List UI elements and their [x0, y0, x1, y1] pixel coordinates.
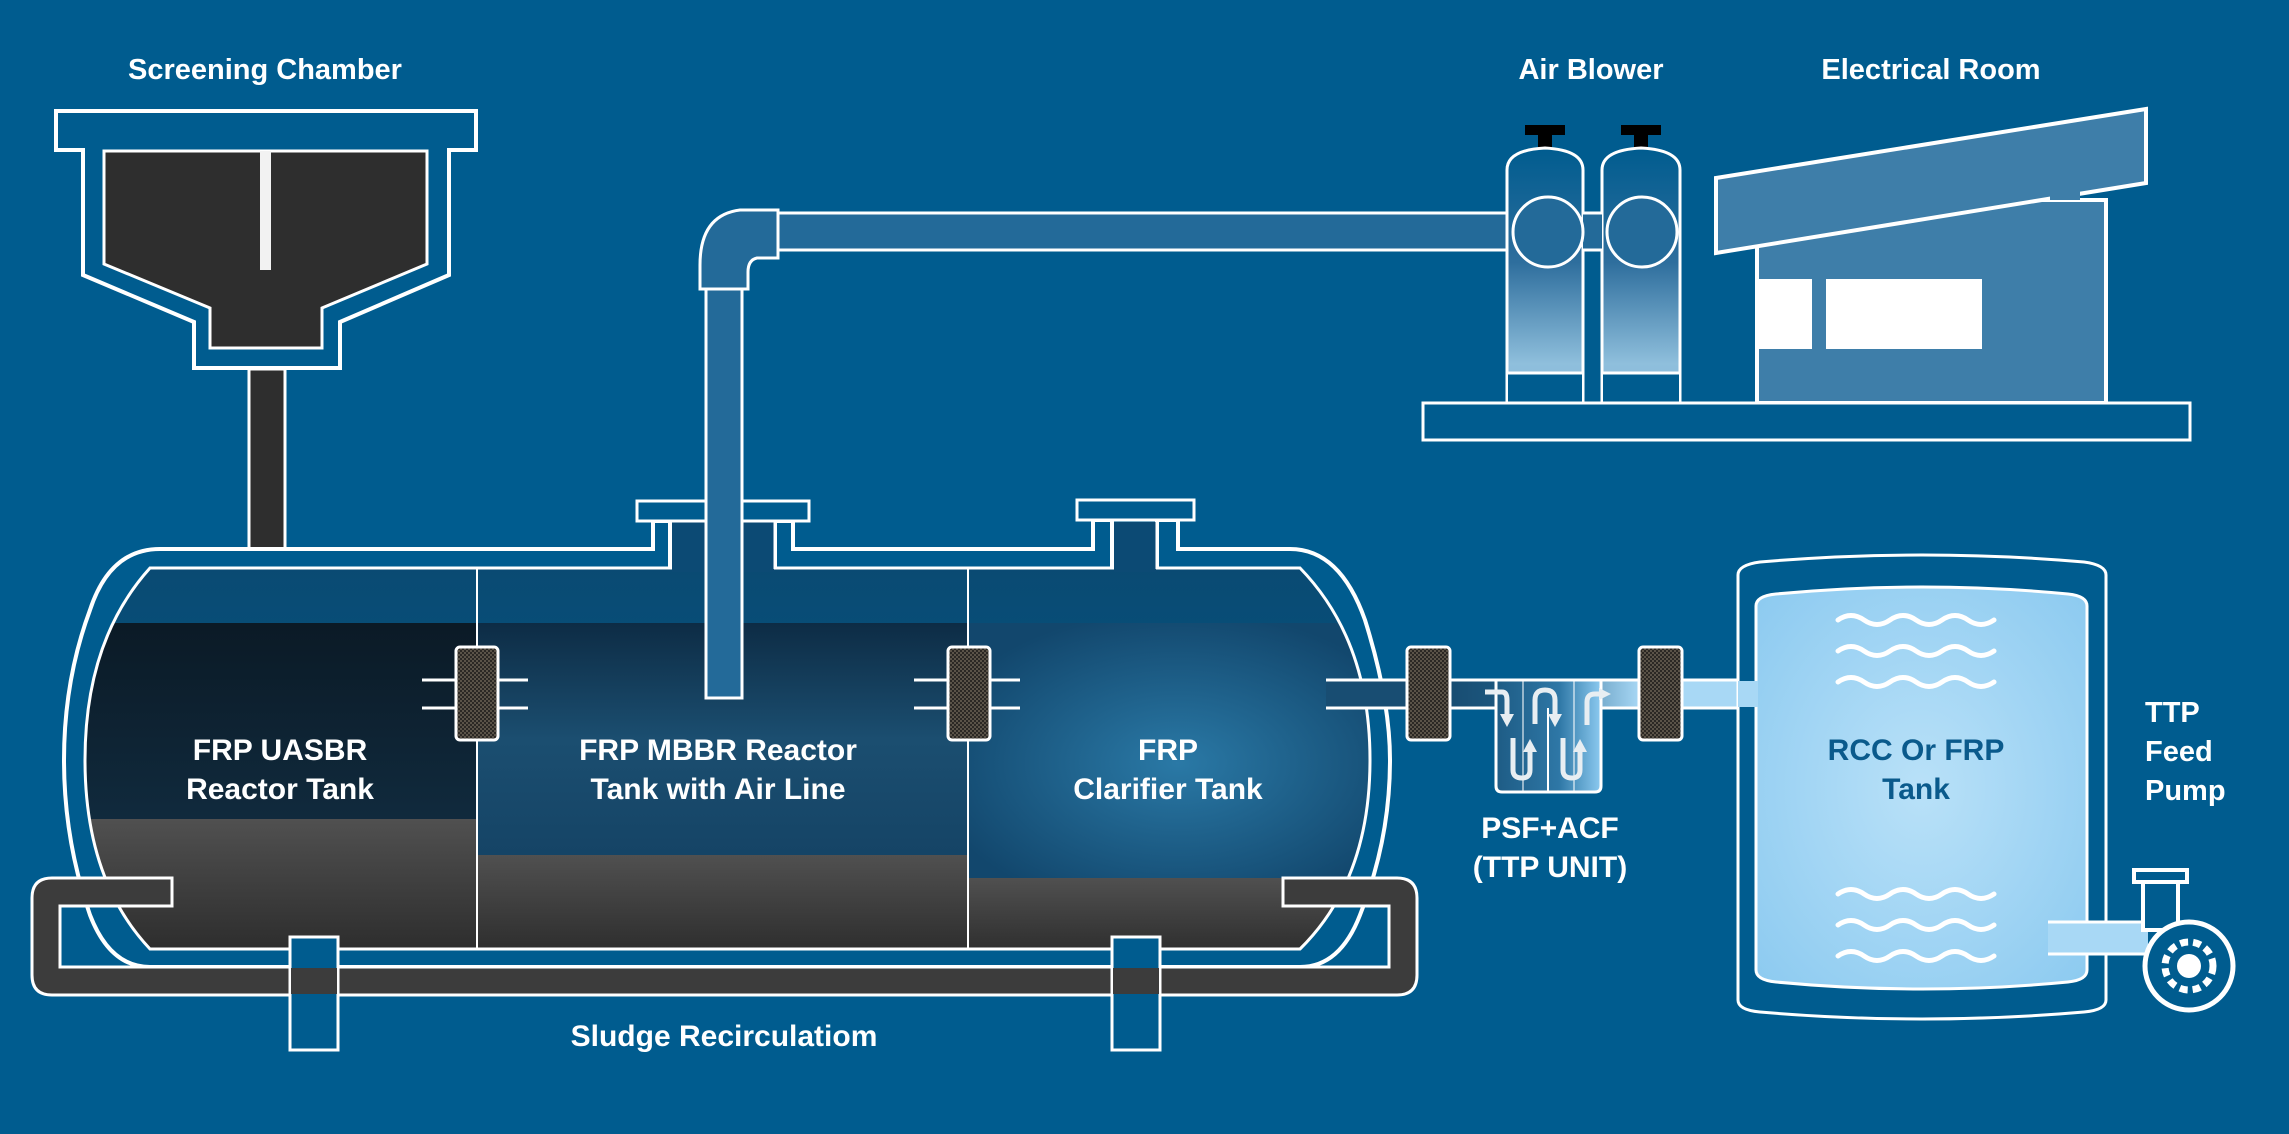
building-roof [1714, 106, 2148, 256]
storage-tank-water [1754, 585, 2089, 991]
air-line-horizontal [774, 211, 1518, 252]
label-clarifier-line2: Clarifier Tank [1073, 773, 1263, 806]
sludge-loop-pipe [30, 876, 1419, 997]
filter-media [454, 645, 500, 742]
storage-tank [1736, 553, 2108, 1021]
label-uasbr-line2: Reactor Tank [186, 773, 374, 806]
label-electrical-room: Electrical Room [1821, 54, 2040, 86]
label-pump-line2: Feed [2145, 736, 2213, 768]
filter-uasbr-mbbr [422, 645, 528, 742]
air-line [698, 208, 1518, 700]
screen-bar [260, 151, 271, 270]
label-uasbr-line1: FRP UASBR [193, 734, 368, 767]
equipment-platform [1421, 401, 2192, 442]
label-air-blower: Air Blower [1518, 54, 1663, 86]
building-window-1 [1759, 279, 1812, 349]
clarifier-liquid [968, 623, 1370, 878]
label-pump-line3: Pump [2145, 775, 2226, 807]
ttp-unit [1485, 678, 1611, 794]
flow-arrows-icon [1485, 687, 1600, 781]
label-ttp-line2: (TTP UNIT) [1473, 851, 1627, 884]
air-line-elbow [698, 208, 780, 291]
uasbr-liquid [85, 623, 478, 819]
blower-motor-2 [1605, 195, 1679, 269]
pump-outlet-flange [2132, 868, 2189, 884]
screening-outlet-pipe [247, 367, 287, 552]
label-pump-line1: TTP [2145, 697, 2200, 729]
mbbr-sludge [478, 855, 968, 949]
filter-after-ttp [1637, 645, 1684, 742]
air-line-vertical [704, 286, 744, 700]
clarifier-manhole-flange [1075, 498, 1196, 522]
building-window-2 [1826, 279, 1982, 349]
label-clarifier-line1: FRP [1138, 734, 1198, 767]
label-ttp-line1: PSF+ACF [1481, 812, 1619, 845]
blower-motor-1 [1511, 195, 1585, 269]
sludge-recirculation-loop [30, 876, 1419, 1052]
impeller-icon [2161, 938, 2217, 994]
label-screening-chamber: Screening Chamber [128, 54, 402, 86]
label-storage-line2: Tank [1882, 773, 1950, 806]
filter-before-ttp [1405, 645, 1452, 742]
label-mbbr-line2: Tank with Air Line [590, 773, 845, 806]
ttp-feed-pump [2048, 868, 2236, 1013]
label-mbbr-line1: FRP MBBR Reactor [579, 734, 857, 767]
filter-mbbr-clarifier [914, 645, 1020, 742]
screening-chamber [54, 109, 478, 552]
air-blowers [1505, 125, 1682, 404]
tertiary-treatment-line [1326, 645, 1774, 794]
filter-media [946, 645, 992, 742]
label-storage-line1: RCC Or FRP [1828, 734, 2005, 767]
electrical-room [1714, 106, 2148, 405]
water-waves-icon [1835, 613, 1997, 963]
label-sludge-recirculation: Sludge Recirculatiom [571, 1020, 878, 1053]
